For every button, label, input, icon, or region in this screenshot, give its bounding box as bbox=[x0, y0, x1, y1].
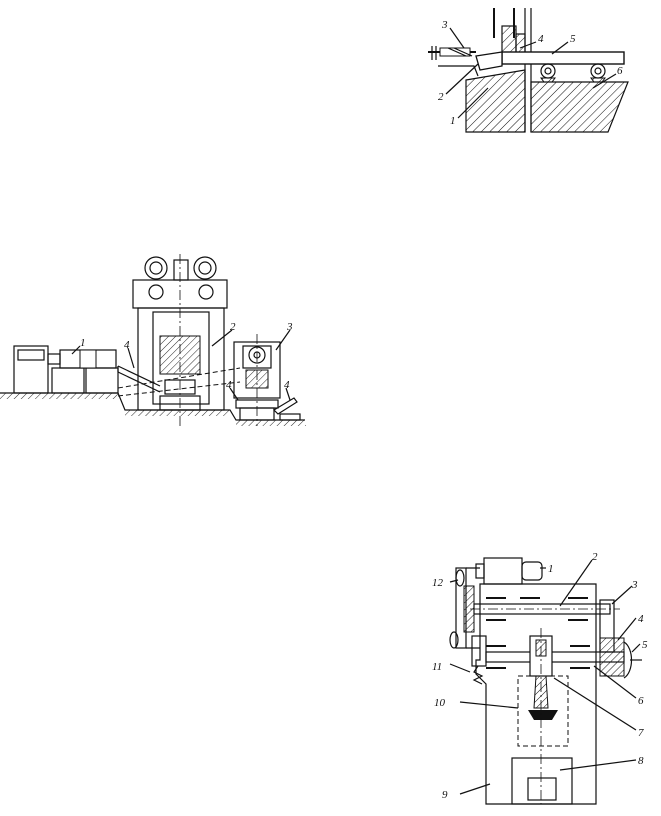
bar-stock bbox=[501, 51, 625, 65]
label-6: 6 bbox=[617, 65, 623, 77]
label-1: 1 bbox=[548, 563, 554, 575]
label-4: 4 bbox=[638, 613, 644, 625]
label-2: 2 bbox=[592, 551, 598, 563]
label-3: 3 bbox=[286, 321, 293, 333]
label-6: 6 bbox=[638, 695, 644, 707]
gear-clutch bbox=[599, 637, 625, 677]
label-8: 8 bbox=[638, 755, 644, 767]
label-10: 10 bbox=[434, 697, 446, 709]
main-press bbox=[132, 254, 228, 426]
slide-head bbox=[528, 710, 558, 720]
label-12: 12 bbox=[432, 577, 444, 589]
roller-2 bbox=[590, 63, 606, 83]
label-3: 3 bbox=[631, 579, 638, 591]
wedge bbox=[475, 51, 503, 71]
label-9: 9 bbox=[442, 789, 448, 801]
figure-feeder-detail: 3 2 1 4 5 6 bbox=[418, 8, 638, 138]
figure-press-line: 1 4 2 3 4 4 bbox=[0, 250, 310, 440]
label-7: 7 bbox=[638, 727, 644, 739]
label-11: 11 bbox=[432, 661, 442, 673]
label-4a: 4 bbox=[124, 339, 130, 351]
label-1: 1 bbox=[450, 115, 456, 127]
feeder-detail-drawing: 3 2 1 4 5 6 bbox=[428, 8, 629, 133]
heater-furnace bbox=[13, 345, 119, 394]
slide bbox=[517, 675, 569, 747]
screw-handle bbox=[428, 46, 479, 77]
label-1: 1 bbox=[80, 337, 86, 349]
label-4b: 4 bbox=[226, 379, 232, 391]
label-3: 3 bbox=[441, 19, 448, 31]
label-4c: 4 bbox=[284, 379, 290, 391]
flywheel bbox=[449, 631, 487, 685]
press-line-drawing: 1 4 2 3 4 4 bbox=[0, 254, 306, 426]
press-kinematics-drawing: 1 2 3 4 5 6 7 8 9 10 11 12 bbox=[432, 551, 648, 805]
label-5: 5 bbox=[570, 33, 576, 45]
motor bbox=[475, 557, 543, 585]
figure-press-kinematics: 1 2 3 4 5 6 7 8 9 10 11 12 bbox=[420, 548, 660, 812]
base-block-right bbox=[530, 81, 629, 133]
die bbox=[511, 757, 573, 805]
conveyor-left bbox=[117, 365, 161, 393]
label-5: 5 bbox=[642, 639, 648, 651]
trim-press bbox=[233, 334, 281, 426]
label-4: 4 bbox=[538, 33, 544, 45]
label-2: 2 bbox=[230, 321, 236, 333]
label-2: 2 bbox=[438, 91, 444, 103]
frame bbox=[475, 583, 597, 805]
conveyor-right bbox=[273, 397, 301, 421]
roller-1 bbox=[540, 63, 556, 83]
